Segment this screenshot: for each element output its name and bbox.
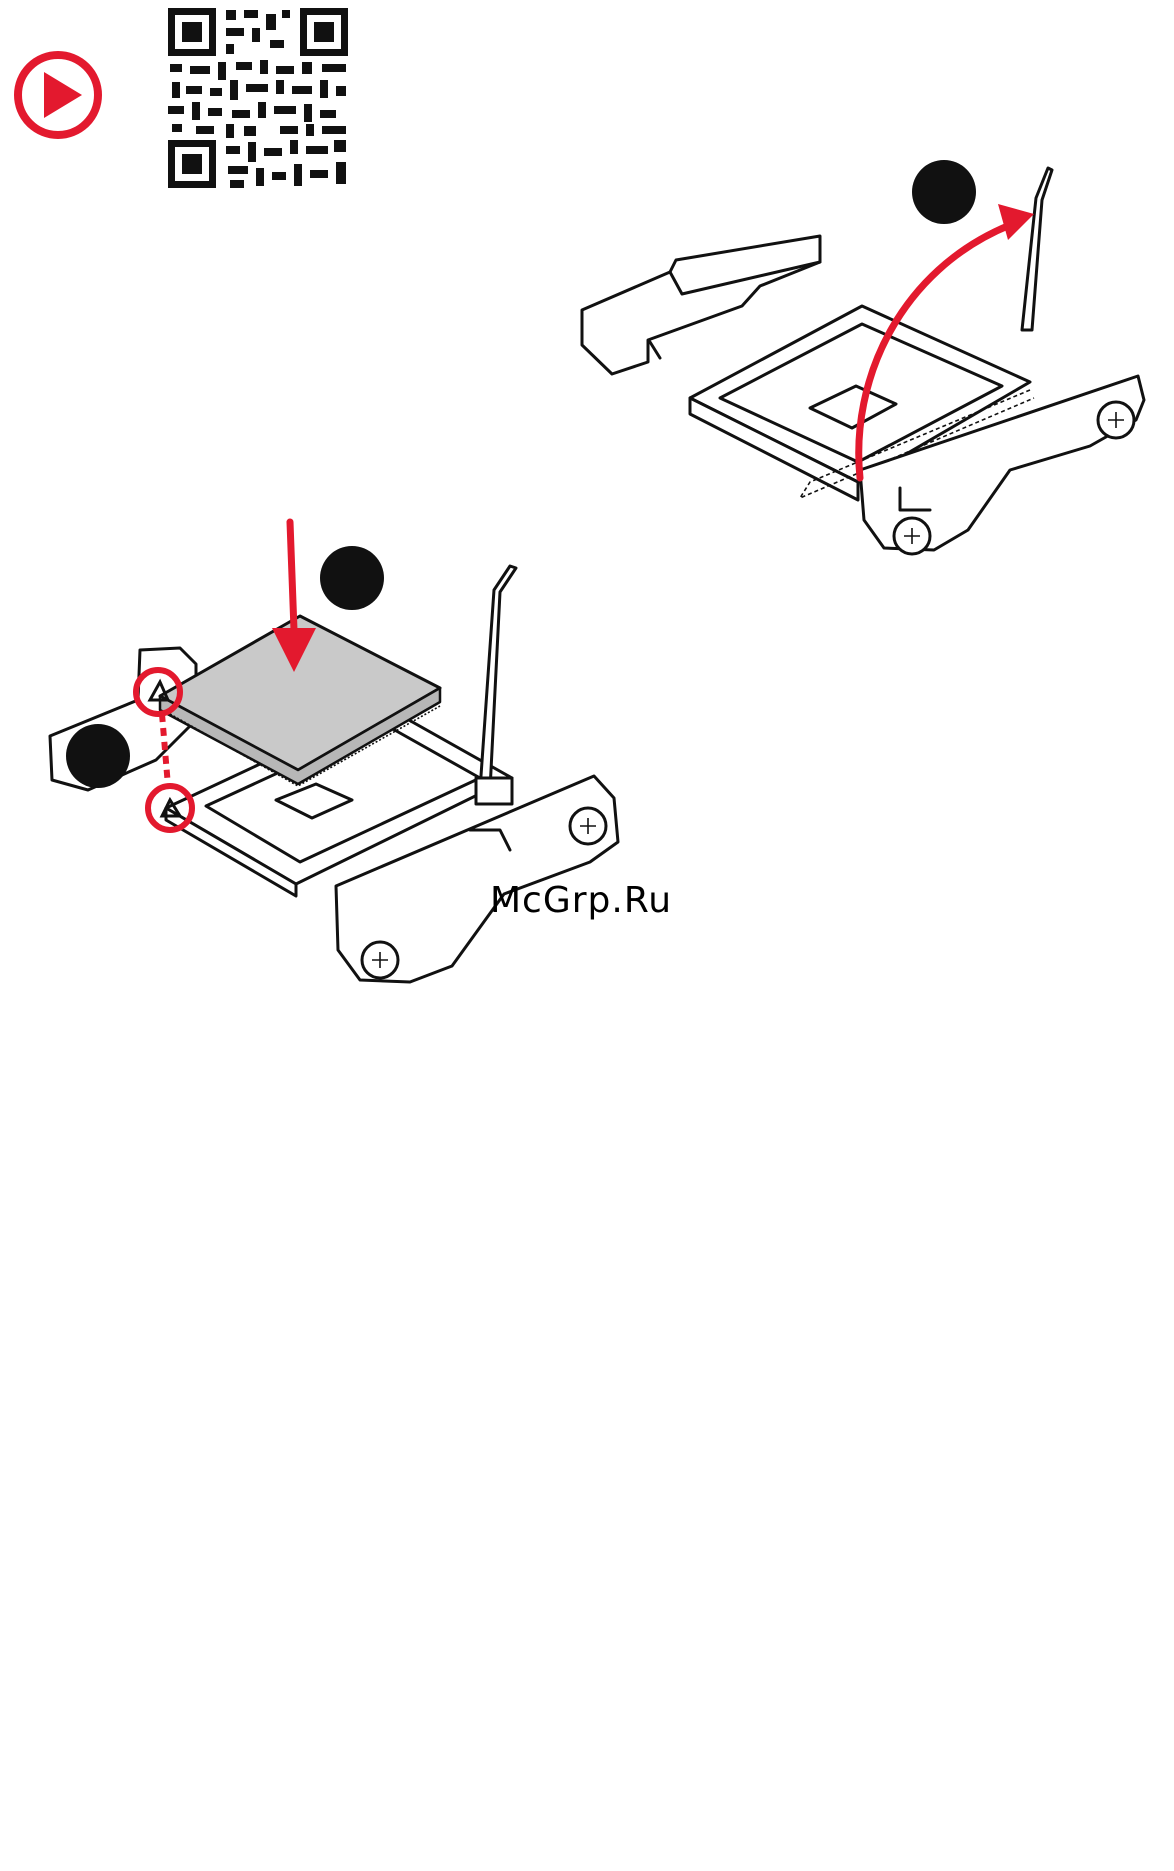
- qr-code[interactable]: [168, 8, 348, 188]
- step-marker-3: [320, 546, 384, 610]
- watermark-text: McGrp.Ru: [490, 880, 672, 921]
- step-marker-2: [66, 724, 130, 788]
- socket-open-lever-illustration: [582, 160, 1144, 554]
- play-icon[interactable]: [18, 55, 98, 135]
- step-marker-1: [912, 160, 976, 224]
